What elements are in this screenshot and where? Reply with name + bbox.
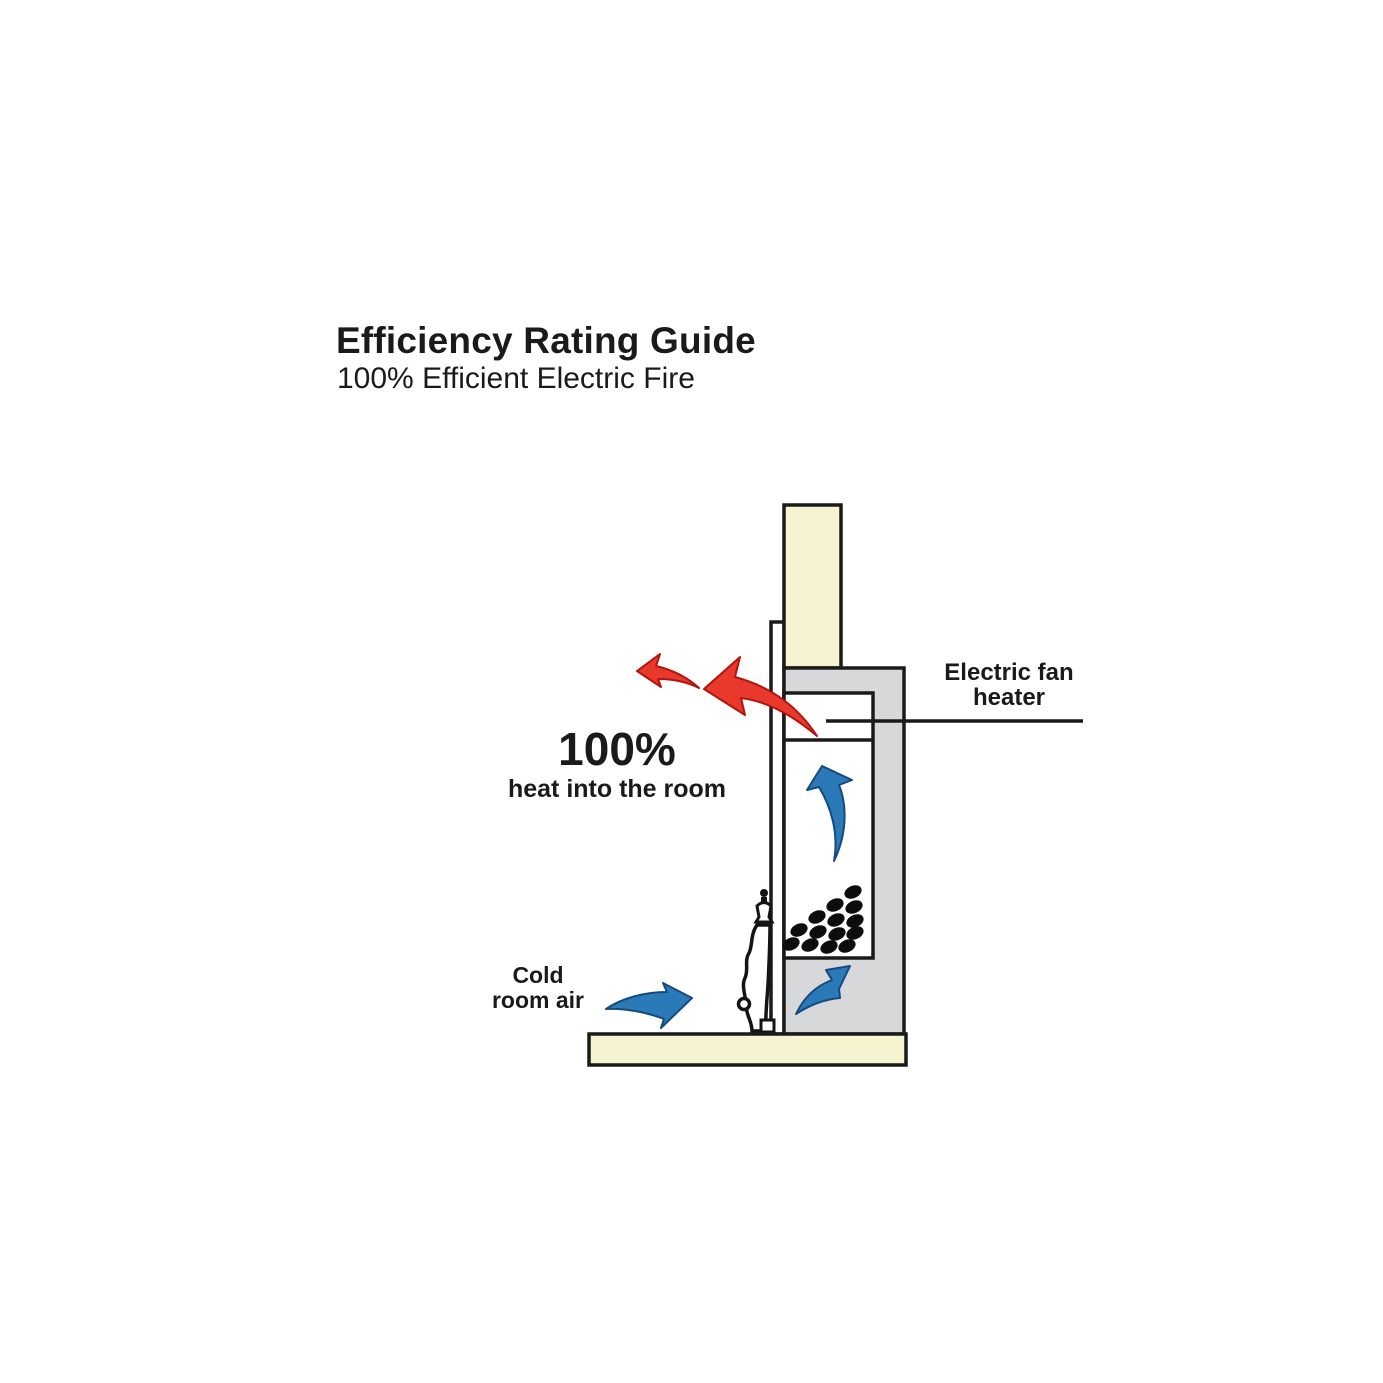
ornament-leg (741, 923, 772, 1033)
coal (826, 898, 844, 912)
cold-air-label-line2: room air (491, 987, 585, 1014)
coal (801, 938, 819, 952)
cold-air-label-line1: Cold (512, 962, 564, 988)
coal (782, 937, 800, 951)
ornament-urn (753, 901, 775, 924)
coal (846, 926, 864, 940)
coal (790, 923, 808, 937)
ornament-neck (761, 897, 767, 902)
internal-airflow-arrow (806, 765, 853, 862)
fan-heater-label-line2: heater (972, 683, 1046, 711)
page-subtitle: 100% Efficient Electric Fire (337, 362, 695, 395)
ornament-ring (736, 996, 752, 1012)
ornament-finial (760, 889, 768, 897)
fan-heater-label: Electric fan heater (909, 659, 1109, 711)
coal (809, 925, 827, 939)
ornament-foot (759, 1018, 776, 1034)
firebox (782, 691, 875, 960)
coal (844, 885, 862, 899)
cold-air-label: Cold room air (458, 962, 618, 1014)
hearth-floor (587, 1032, 908, 1067)
fireplace-ornament (736, 889, 776, 1034)
intake-airflow-arrow (795, 965, 851, 1015)
page-title: Efficiency Rating Guide (336, 320, 756, 361)
heat-output-caption: heat into the room (507, 775, 727, 803)
hot-air-arrow-small (636, 653, 700, 689)
wall-panel (769, 620, 786, 1036)
coal (846, 914, 864, 928)
coal-bed (782, 885, 864, 954)
fan-heater-label-line1: Electric fan (944, 659, 1074, 686)
coal (838, 939, 856, 953)
cold-air-arrow (605, 982, 693, 1029)
coal (828, 927, 846, 941)
coal (845, 900, 863, 914)
chimney-breast (782, 503, 843, 670)
hot-air-arrow-large (703, 656, 818, 737)
heat-output-percent: 100% (558, 723, 676, 775)
heat-output-label: 100% heat into the room (467, 726, 767, 802)
coal (827, 913, 845, 927)
coal (820, 940, 838, 954)
coal (808, 910, 826, 924)
